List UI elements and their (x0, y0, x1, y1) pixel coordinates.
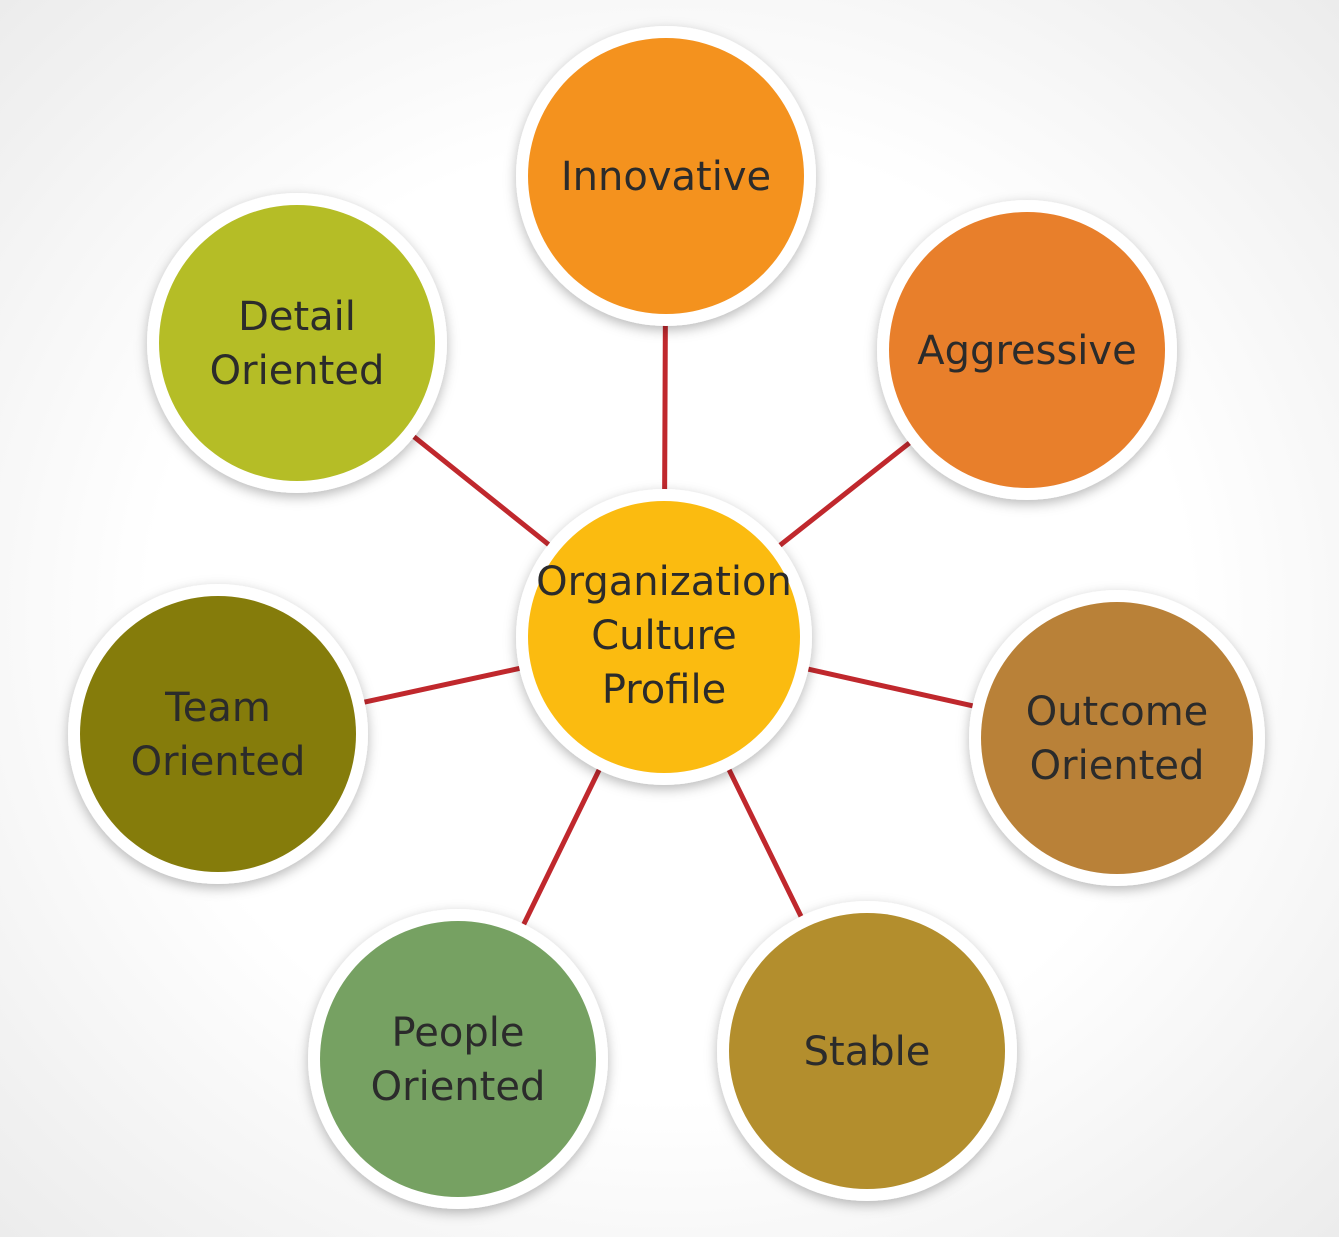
node-people-oriented-label-line-1: People (392, 1010, 525, 1056)
node-stable: Stable (717, 901, 1017, 1201)
node-aggressive: Aggressive (877, 200, 1177, 500)
connector-aggressive (774, 438, 915, 551)
connector-detail-oriented (408, 431, 555, 550)
node-team-oriented-circle (80, 596, 356, 872)
node-aggressive-label-line-1: Aggressive (917, 328, 1136, 374)
connector-people-oriented (519, 763, 604, 931)
node-outcome-oriented-label-line-2: Oriented (1030, 743, 1205, 789)
connector-stable (724, 763, 806, 923)
node-outcome-oriented-label-line-1: Outcome (1026, 689, 1209, 735)
center-label-line-1: Organization (536, 559, 792, 605)
connector-innovative (662, 319, 668, 496)
node-outcome-oriented-circle (981, 602, 1253, 874)
connector-outcome-oriented (802, 665, 979, 710)
node-stable-label-line-1: Stable (804, 1029, 931, 1075)
node-people-oriented-label-line-2: Oriented (371, 1064, 546, 1110)
node-innovative-label-line-1: Innovative (561, 154, 771, 200)
node-detail-oriented-label-line-2: Oriented (210, 348, 385, 394)
node-innovative-circle (528, 38, 804, 314)
connector-team-oriented (358, 665, 526, 706)
node-detail-oriented-circle (159, 205, 435, 481)
outer-nodes: InnovativeAggressiveOutcomeOrientedStabl… (68, 26, 1265, 1209)
node-team-oriented-label-line-2: Oriented (131, 739, 306, 785)
node-stable-circle (729, 913, 1005, 1189)
center-circle (528, 501, 800, 773)
center-label-line-2: Culture (591, 613, 737, 659)
node-detail-oriented-label-line-1: Detail (238, 294, 356, 340)
node-team-oriented-label-line-1: Team (164, 685, 271, 731)
node-people-oriented-circle (320, 921, 596, 1197)
node-innovative: Innovative (516, 26, 816, 326)
node-aggressive-circle (889, 212, 1165, 488)
connector-lines (358, 319, 979, 931)
center-label-line-3: Profile (602, 667, 726, 713)
